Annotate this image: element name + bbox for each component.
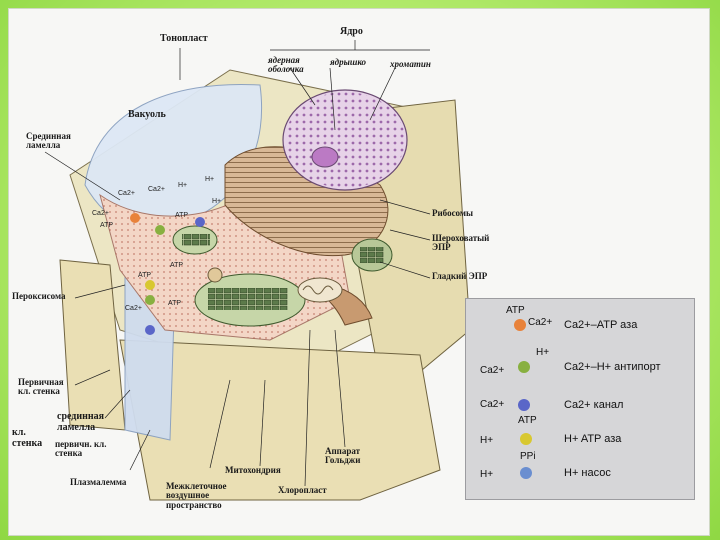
cell-wall-bottom [119,339,441,501]
legend-species: H+ [480,435,494,446]
legend-transporter-icon [518,399,530,411]
ion-label: ATP [138,272,152,279]
label-peroxisome: Пероксисома [12,291,66,301]
leader-lines [44,40,431,487]
label-mitochondrion: Митохондрия [225,465,281,475]
legend-species: Ca2+ [480,399,505,410]
label-plasmalemma: Плазмалемма [70,477,127,487]
label-middle-lamella-top: Срединная ламелла [26,131,71,151]
transporter-yellow [145,280,155,290]
ion-label: H+ [205,176,215,183]
transporter-blue [195,217,205,227]
label-cell-wall: кл. стенка [12,427,43,449]
transporter-orange [130,213,140,223]
label-nucleolus: ядрышко [330,57,367,67]
label-ribosomes: Рибосомы [432,208,474,218]
legend-label: Ca2+ канал [564,399,624,411]
label-rough-er: Шероховатый ЭПР [432,233,490,253]
legend-transporter-icon [520,433,532,445]
label-chromatin: хроматин [390,59,431,69]
legend-species: H+ [536,347,550,358]
peroxisome [207,267,223,283]
legend-label: Ca2+–ATP аза [564,319,638,331]
transporter-green-2 [145,295,155,305]
legend-species: ATP [518,415,537,426]
label-nucleus: Ядро [340,26,363,37]
legend-transporter-icon [520,467,532,479]
ion-label: ATP [100,222,114,229]
label-middle-lamella-bottom: срединная ламелла [57,411,105,433]
label-vacuole: Вакуоль [128,109,166,120]
legend-row-h-atpase: ATP H+ H+ ATP аза [466,415,694,455]
label-nuclear-envelope: ядерная оболочка [268,55,304,75]
legend-row-channel: Ca2+ Ca2+ канал [466,391,694,421]
legend-row-h-pump: PPi H+ H+ насос [466,451,694,489]
legend-label: H+ ATP аза [564,433,622,445]
ion-label: ATP [175,212,189,219]
legend-species: H+ [480,469,494,480]
ion-label: Ca2+ [118,190,135,197]
mitochondrion [297,277,343,303]
ion-label: Ca2+ [148,186,165,193]
legend-transporter-icon [518,361,530,373]
legend-label: Ca2+–H+ антипорт [564,361,661,373]
legend-species: Ca2+ [480,365,505,376]
ion-label: ATP [168,300,182,307]
ion-label: Ca2+ [125,305,142,312]
legend-species: ATP [506,305,525,316]
legend-row-ca-atpase: ATP Ca2+ Ca2+–ATP аза [466,305,694,339]
ion-label: H+ [178,182,188,189]
nucleolus [311,146,339,168]
ion-label: H+ [212,198,222,205]
label-primary-wall: Первичная кл. стенка [18,377,64,397]
transporter-blue-2 [145,325,155,335]
legend-species: PPi [520,451,536,462]
label-tonoplast: Тонопласт [160,33,208,44]
label-chloroplast: Хлоропласт [278,485,327,495]
label-primary-wall-short: первичн. кл. стенка [55,439,107,459]
label-smooth-er: Гладкий ЭПР [432,271,488,281]
ion-label: ATP [170,262,184,269]
legend-transporter-icon [514,319,526,331]
transporter-green [155,225,165,235]
legend-species: Ca2+ [528,317,553,328]
label-golgi: Аппарат Гольджи [325,446,361,466]
legend-label: H+ насос [564,467,611,479]
ion-label: Ca2+ [92,210,109,217]
transport-legend: ATP Ca2+ Ca2+–ATP аза H+ Ca2+ Ca2+–H+ ан… [465,298,695,500]
legend-row-antiport: H+ Ca2+ Ca2+–H+ антипорт [466,347,694,379]
label-intercellular-space: Межклеточное воздушное пространство [166,481,227,510]
